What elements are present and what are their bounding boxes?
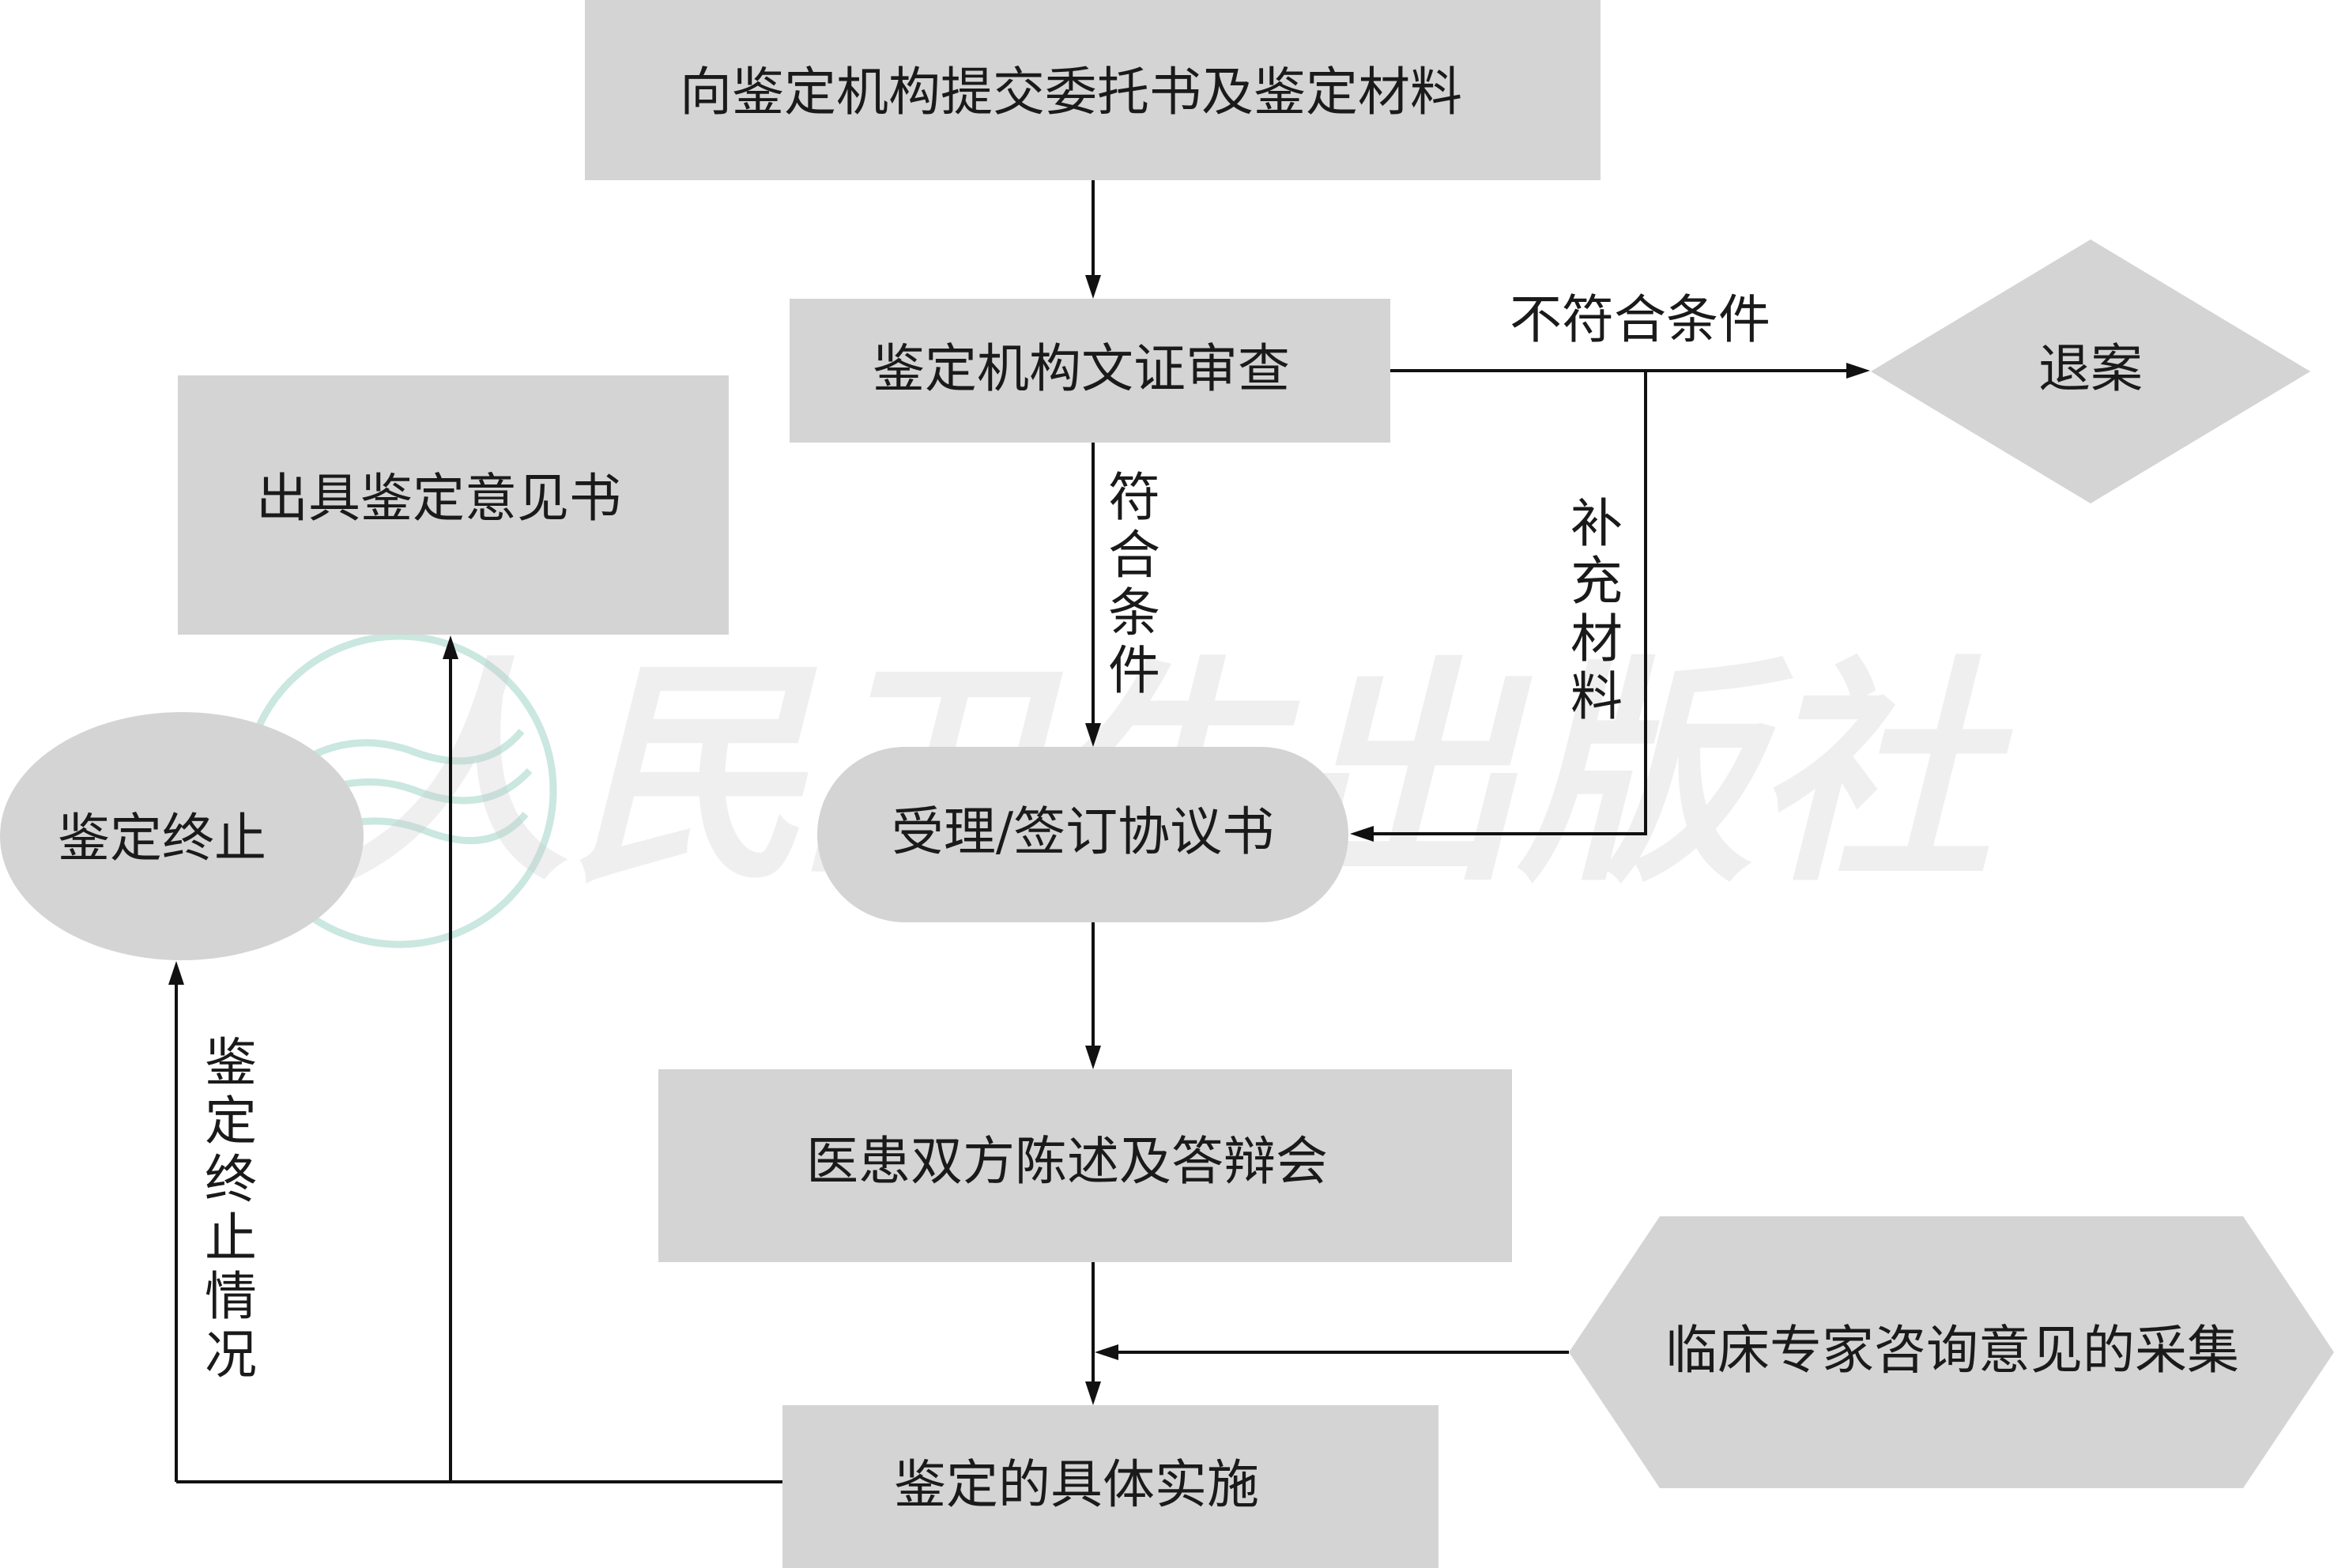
connectors	[168, 180, 1870, 1483]
arrowhead-review-reject	[1846, 363, 1870, 379]
node-accept-stadium	[817, 747, 1348, 922]
node-submit-label: 向鉴定机构提交委托书及鉴定材料	[680, 62, 1462, 122]
edge-label-not-qualified: 不符合条件	[1510, 289, 1770, 350]
arrowhead-accept-hearing	[1085, 1046, 1101, 1069]
arrowhead-review-accept	[1085, 723, 1101, 747]
edge-supplement-accept	[1372, 371, 1647, 835]
edge-label-supplement: 补充材料	[1570, 493, 1623, 727]
node-expert-label: 临床专家咨询意见的采集	[1665, 1320, 2239, 1381]
arrowhead-submit-review	[1085, 275, 1101, 299]
node-review-label: 鉴定机构文证审查	[873, 338, 1290, 399]
edge-label-qualified: 符合条件	[1108, 467, 1160, 701]
node-opinion-box	[178, 375, 729, 635]
node-implement-box	[782, 1405, 1438, 1568]
node-submit-box	[585, 0, 1601, 180]
arrowhead-implement-opinion	[443, 635, 458, 659]
arrowhead-implement-terminate	[168, 961, 184, 985]
node-implement-label: 鉴定的具体实施	[894, 1454, 1259, 1515]
edge-label-terminate-case: 鉴定终止情况	[205, 1032, 257, 1385]
node-terminate-ellipse	[0, 712, 364, 960]
arrowhead-expert-implement	[1095, 1344, 1118, 1360]
node-review-box	[790, 299, 1390, 443]
node-hearing-label: 医患双方陈述及答辩会	[806, 1131, 1328, 1192]
arrowhead-supplement-accept	[1350, 826, 1374, 842]
node-terminate-label: 鉴定终止	[58, 808, 266, 869]
arrowhead-hearing-implement	[1085, 1381, 1101, 1405]
node-reject-label: 退案	[2038, 338, 2143, 399]
node-reject-diamond	[1871, 239, 2310, 503]
node-opinion-label: 出具鉴定意见书	[256, 468, 621, 529]
node-accept-label: 受理/签订协议书	[892, 801, 1274, 862]
node-hearing-box	[658, 1069, 1512, 1262]
node-expert-hexagon	[1569, 1216, 2334, 1488]
